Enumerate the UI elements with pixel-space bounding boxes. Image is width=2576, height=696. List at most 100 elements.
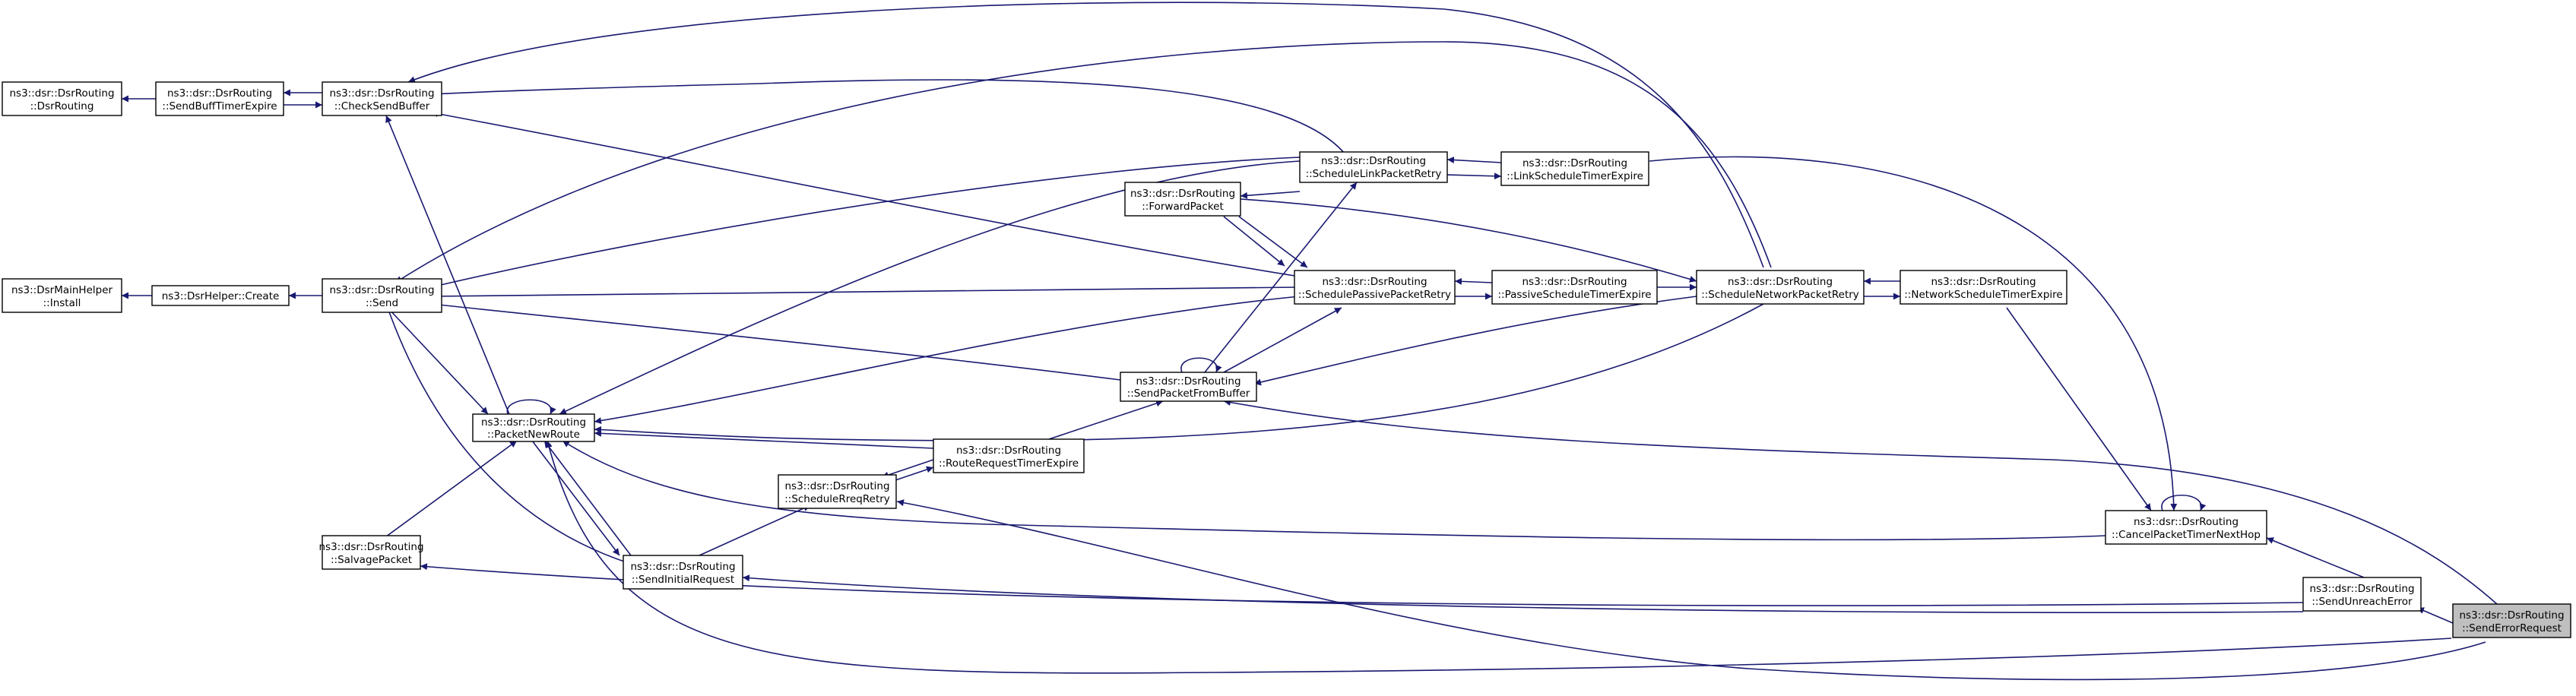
node-salvagepacket-line1: ns3::dsr::DsrRouting <box>318 541 423 553</box>
node-dsrmainhelper-install[interactable]: ns3::DsrMainHelper ::Install <box>2 278 122 313</box>
node-sendpacketfrombuffer-line2: ::SendPacketFromBuffer <box>1127 388 1250 400</box>
node-schedulepassivepacketretry[interactable]: ns3::dsr::DsrRouting ::SchedulePassivePa… <box>1294 270 1456 305</box>
edge-packetnewroute-to-checksendbuffer <box>385 115 510 415</box>
edge-packetnewroute-to-sendinitialrequest <box>531 440 620 556</box>
node-linkscheduletimerexpire-line2: ::LinkScheduleTimerExpire <box>1507 170 1643 182</box>
node-schedulelinkpacketretry[interactable]: ns3::dsr::DsrRouting ::ScheduleLinkPacke… <box>1299 151 1448 183</box>
node-dsrhelper-create[interactable]: ns3::DsrHelper::Create <box>151 285 290 306</box>
edge-send-to-sendinitialrequest <box>387 307 632 565</box>
edge-schedulenetworkpacketretry-to-checksendbuffer <box>407 2 1764 268</box>
node-packetnewroute[interactable]: ns3::dsr::DsrRouting ::PacketNewRoute <box>472 413 595 442</box>
node-sendbufftimerexpire-line2: ::SendBuffTimerExpire <box>162 100 277 112</box>
node-routerequesttimerexpire-line2: ::RouteRequestTimerExpire <box>939 457 1079 470</box>
edge-passivescheduletimerexpire-to-schedulepassivepacketretry <box>1454 277 1493 285</box>
node-checksendbuffer[interactable]: ns3::dsr::DsrRouting ::CheckSendBuffer <box>322 81 442 116</box>
edge-schedulepassivepacketretry-to-send <box>430 286 1301 300</box>
node-networkscheduletimerexpire-line2: ::NetworkScheduleTimerExpire <box>1904 289 2063 301</box>
node-routerequesttimerexpire-line1: ns3::dsr::DsrRouting <box>956 444 1061 457</box>
node-schedulereqretry-line2: ::ScheduleRreqRetry <box>784 493 890 505</box>
node-senderrorrequest-line2: ::SendErrorRequest <box>2462 622 2562 634</box>
node-schedulenetworkpacketretry-line1: ns3::dsr::DsrRouting <box>1728 276 1833 288</box>
node-packetnewroute-line2: ::PacketNewRoute <box>487 429 580 441</box>
node-dsrmainhelper-install-line1: ns3::DsrMainHelper <box>11 284 113 296</box>
node-linkscheduletimerexpire[interactable]: ns3::dsr::DsrRouting ::LinkScheduleTimer… <box>1500 151 1649 186</box>
node-sendunreacherror[interactable]: ns3::dsr::DsrRouting ::SendUnreachError <box>2302 577 2422 612</box>
edge-cancelpackettimernexthop-self-loop <box>2161 494 2207 511</box>
node-salvagepacket[interactable]: ns3::dsr::DsrRouting ::SalvagePacket <box>318 535 424 570</box>
node-passivescheduletimerexpire-line2: ::PassiveScheduleTimerExpire <box>1497 289 1651 301</box>
edge-salvagepacket-to-packetnewroute <box>379 440 518 542</box>
node-sendunreacherror-line2: ::SendUnreachError <box>2311 596 2413 608</box>
node-sendinitialrequest-line1: ns3::dsr::DsrRouting <box>630 561 735 573</box>
node-packetnewroute-line1: ns3::dsr::DsrRouting <box>481 416 586 429</box>
node-dsrrouting-constructor[interactable]: ns3::dsr::DsrRouting ::DsrRouting <box>2 81 122 116</box>
edge-senderrorrequest-to-sendpacketfrombuffer <box>1223 399 2498 605</box>
edge-send-to-packetnewroute <box>387 307 489 415</box>
node-senderrorrequest-line1: ns3::dsr::DsrRouting <box>2459 609 2564 622</box>
edge-schedulenetworkpacketretry-to-send <box>394 41 1772 283</box>
node-linkscheduletimerexpire-line1: ns3::dsr::DsrRouting <box>1522 157 1627 169</box>
edge-routerequesttimerexpire-to-sendpacketfrombuffer <box>1048 400 1164 440</box>
node-networkscheduletimerexpire[interactable]: ns3::dsr::DsrRouting ::NetworkScheduleTi… <box>1900 270 2067 305</box>
node-schedulereqretry[interactable]: ns3::dsr::DsrRouting ::ScheduleRreqRetry <box>778 474 897 509</box>
node-senderrorrequest-current[interactable]: ns3::dsr::DsrRouting ::SendErrorRequest <box>2452 603 2571 638</box>
node-send-line2: ::Send <box>366 297 398 309</box>
node-sendpacketfrombuffer-line1: ns3::dsr::DsrRouting <box>1136 375 1240 388</box>
node-dsrmainhelper-install-line2: ::Install <box>43 297 81 309</box>
edge-senderrorrequest-to-packetnewroute <box>545 440 2452 674</box>
edge-schedulereqretry-to-routerequesttimerexpire <box>895 466 934 481</box>
node-dsrhelper-create-label: ns3::DsrHelper::Create <box>162 290 280 302</box>
node-cancelpackettimernexthop[interactable]: ns3::dsr::DsrRouting ::CancelPacketTimer… <box>2105 510 2267 545</box>
edge-routerequesttimerexpire-to-schedulereqretry <box>881 459 934 479</box>
edge-schedulelinkpacketretry-to-send <box>430 157 1301 289</box>
edge-schedulelinkpacketretry-to-packetnewroute <box>559 160 1301 415</box>
edge-schedulenetworkpacketretry-to-sendpacketfrombuffer <box>1253 296 1697 386</box>
edge-forwardpacket-to-schedulenetworkpacketretry <box>1240 198 1697 283</box>
node-sendunreacherror-line1: ns3::dsr::DsrRouting <box>2309 583 2414 595</box>
node-cancelpackettimernexthop-line2: ::CancelPacketTimerNextHop <box>2112 529 2261 541</box>
node-send-line1: ns3::dsr::DsrRouting <box>329 284 434 296</box>
edge-cancelpackettimernexthop-to-packetnewroute <box>562 440 2106 541</box>
node-forwardpacket[interactable]: ns3::dsr::DsrRouting ::ForwardPacket <box>1124 182 1241 217</box>
edge-networkscheduletimerexpire-to-cancelpackettimernexthop <box>2006 307 2152 511</box>
node-passivescheduletimerexpire-line1: ns3::dsr::DsrRouting <box>1522 276 1627 288</box>
node-sendpacketfrombuffer[interactable]: ns3::dsr::DsrRouting ::SendPacketFromBuf… <box>1120 372 1257 402</box>
edge-sendpacketfrombuffer-to-send <box>430 301 1121 381</box>
node-schedulereqretry-line1: ns3::dsr::DsrRouting <box>784 480 889 492</box>
node-forwardpacket-line2: ::ForwardPacket <box>1142 201 1224 213</box>
node-passivescheduletimerexpire[interactable]: ns3::dsr::DsrRouting ::PassiveScheduleTi… <box>1491 270 1658 305</box>
node-sendinitialrequest[interactable]: ns3::dsr::DsrRouting ::SendInitialReques… <box>623 555 743 590</box>
node-dsrrouting-constructor-line1: ns3::dsr::DsrRouting <box>9 87 114 100</box>
node-forwardpacket-line1: ns3::dsr::DsrRouting <box>1130 188 1235 200</box>
node-schedulenetworkpacketretry-line2: ::ScheduleNetworkPacketRetry <box>1701 289 1859 301</box>
edge-routerequesttimerexpire-to-packetnewroute <box>594 429 934 449</box>
node-schedulepassivepacketretry-line2: ::SchedulePassivePacketRetry <box>1298 289 1451 301</box>
node-cancelpackettimernexthop-line1: ns3::dsr::DsrRouting <box>2134 516 2239 528</box>
edge-sendunreacherror-to-cancelpackettimernexthop <box>2266 537 2365 578</box>
edge-forwardpacket-to-schedulepassivepacketretry <box>1238 216 1308 268</box>
edge-schedulelinkpacketretry-to-forwardpacket <box>1240 191 1301 199</box>
edge-packetnewroute-self-loop <box>506 399 556 415</box>
node-salvagepacket-line2: ::SalvagePacket <box>331 554 412 566</box>
node-checksendbuffer-line1: ns3::dsr::DsrRouting <box>329 87 434 100</box>
edge-sendinitialrequest-to-packetnewroute <box>543 440 632 556</box>
node-dsrrouting-constructor-line2: ::DsrRouting <box>30 100 94 112</box>
node-schedulenetworkpacketretry[interactable]: ns3::dsr::DsrRouting ::ScheduleNetworkPa… <box>1696 270 1865 305</box>
node-schedulelinkpacketretry-line1: ns3::dsr::DsrRouting <box>1321 155 1426 167</box>
edge-forwardpacket-to-schedulelinkpacketretry-down <box>1223 216 1285 267</box>
edge-linkscheduletimerexpire-to-cancelpackettimernexthop <box>1649 156 2178 511</box>
node-sendinitialrequest-line2: ::SendInitialRequest <box>632 574 734 586</box>
node-schedulepassivepacketretry-line1: ns3::dsr::DsrRouting <box>1322 276 1427 288</box>
edges <box>122 2 2498 681</box>
node-sendbufftimerexpire-line1: ns3::dsr::DsrRouting <box>167 87 272 100</box>
edge-schedulelinkpacketretry-to-linkscheduletimerexpire <box>1446 172 1502 180</box>
node-schedulelinkpacketretry-line2: ::ScheduleLinkPacketRetry <box>1306 168 1442 180</box>
node-send[interactable]: ns3::dsr::DsrRouting ::Send <box>322 278 442 313</box>
edge-sendpacketfrombuffer-to-schedulepassivepacketretry <box>1223 307 1342 373</box>
node-checksendbuffer-line2: ::CheckSendBuffer <box>334 100 430 112</box>
node-routerequesttimerexpire[interactable]: ns3::dsr::DsrRouting ::RouteRequestTimer… <box>933 438 1085 473</box>
edge-senderrorrequest-to-schedulereqretry <box>896 499 2486 681</box>
edge-linkscheduletimerexpire-to-schedulelinkpacketretry <box>1446 157 1502 163</box>
node-sendbufftimerexpire[interactable]: ns3::dsr::DsrRouting ::SendBuffTimerExpi… <box>155 81 284 116</box>
